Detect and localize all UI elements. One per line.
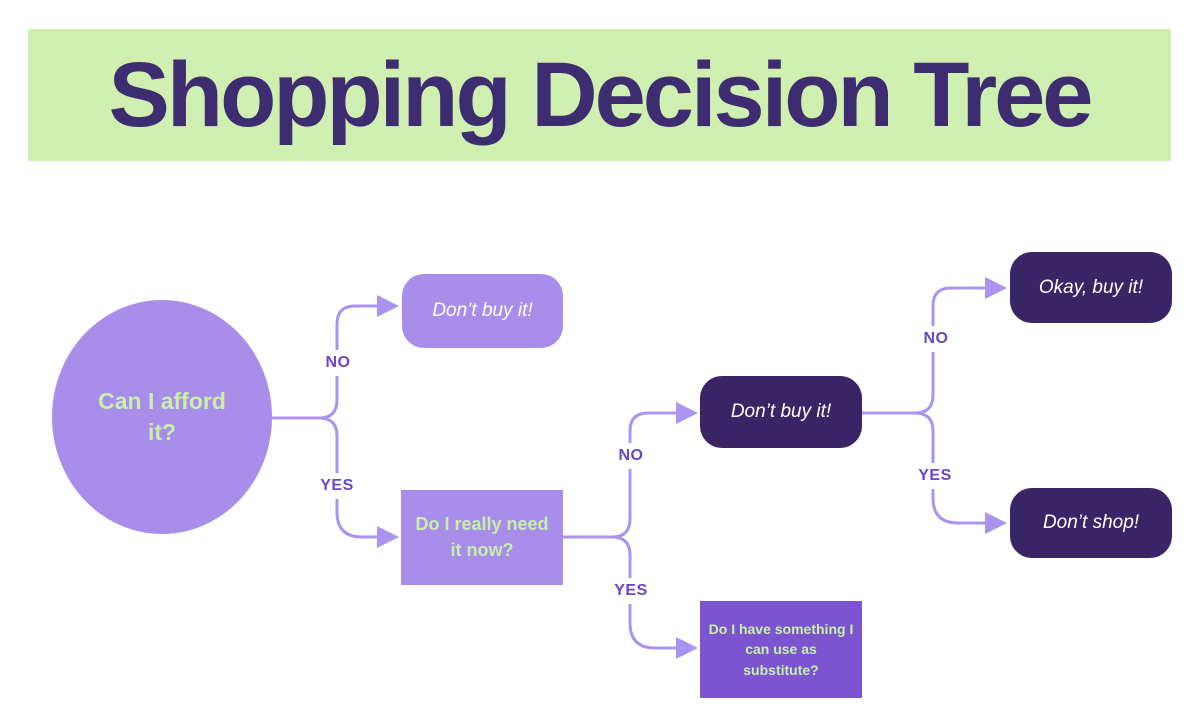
node-dont-shop: Don’t shop! (1010, 488, 1172, 558)
edge-label-no-1: NO (322, 350, 354, 376)
node-label: Can I afford it? (98, 387, 226, 445)
node-do-i-really-need-it-now: Do I really need it now? (401, 490, 563, 585)
arrowhead-dontbuy-no (985, 277, 1007, 299)
title-banner: Shopping Decision Tree (28, 29, 1171, 161)
edge-label-yes-3: YES (915, 463, 955, 489)
node-label: Do I really need it now? (415, 514, 549, 560)
node-label: Do I have something I can use as substit… (708, 621, 854, 678)
node-substitute-question: Do I have something I can use as substit… (700, 601, 862, 698)
edge-label-yes-1: YES (317, 473, 357, 499)
node-can-i-afford-it: Can I afford it? (52, 300, 272, 534)
arrowhead-root-no (377, 295, 399, 317)
arrowhead-need-no (676, 402, 698, 424)
node-label: Don’t buy it! (730, 401, 832, 422)
arrowhead-need-yes (676, 637, 698, 659)
page-title: Shopping Decision Tree (108, 43, 1094, 146)
node-label: Don’t shop! (1042, 512, 1140, 533)
edge-label-yes-2: YES (611, 578, 651, 604)
node-dont-buy-it-light: Don’t buy it! (402, 274, 563, 348)
arrowhead-dontbuy-yes (985, 512, 1007, 534)
edge-label-no-2: NO (615, 443, 647, 469)
arrowhead-root-yes (377, 526, 399, 548)
node-dont-buy-it-dark: Don’t buy it! (700, 376, 862, 448)
node-label: Don’t buy it! (432, 300, 533, 321)
edge-label-no-3: NO (920, 326, 952, 352)
connector-need-no (563, 411, 676, 539)
node-okay-buy-it: Okay, buy it! (1010, 252, 1172, 323)
node-label: Okay, buy it! (1038, 276, 1144, 298)
